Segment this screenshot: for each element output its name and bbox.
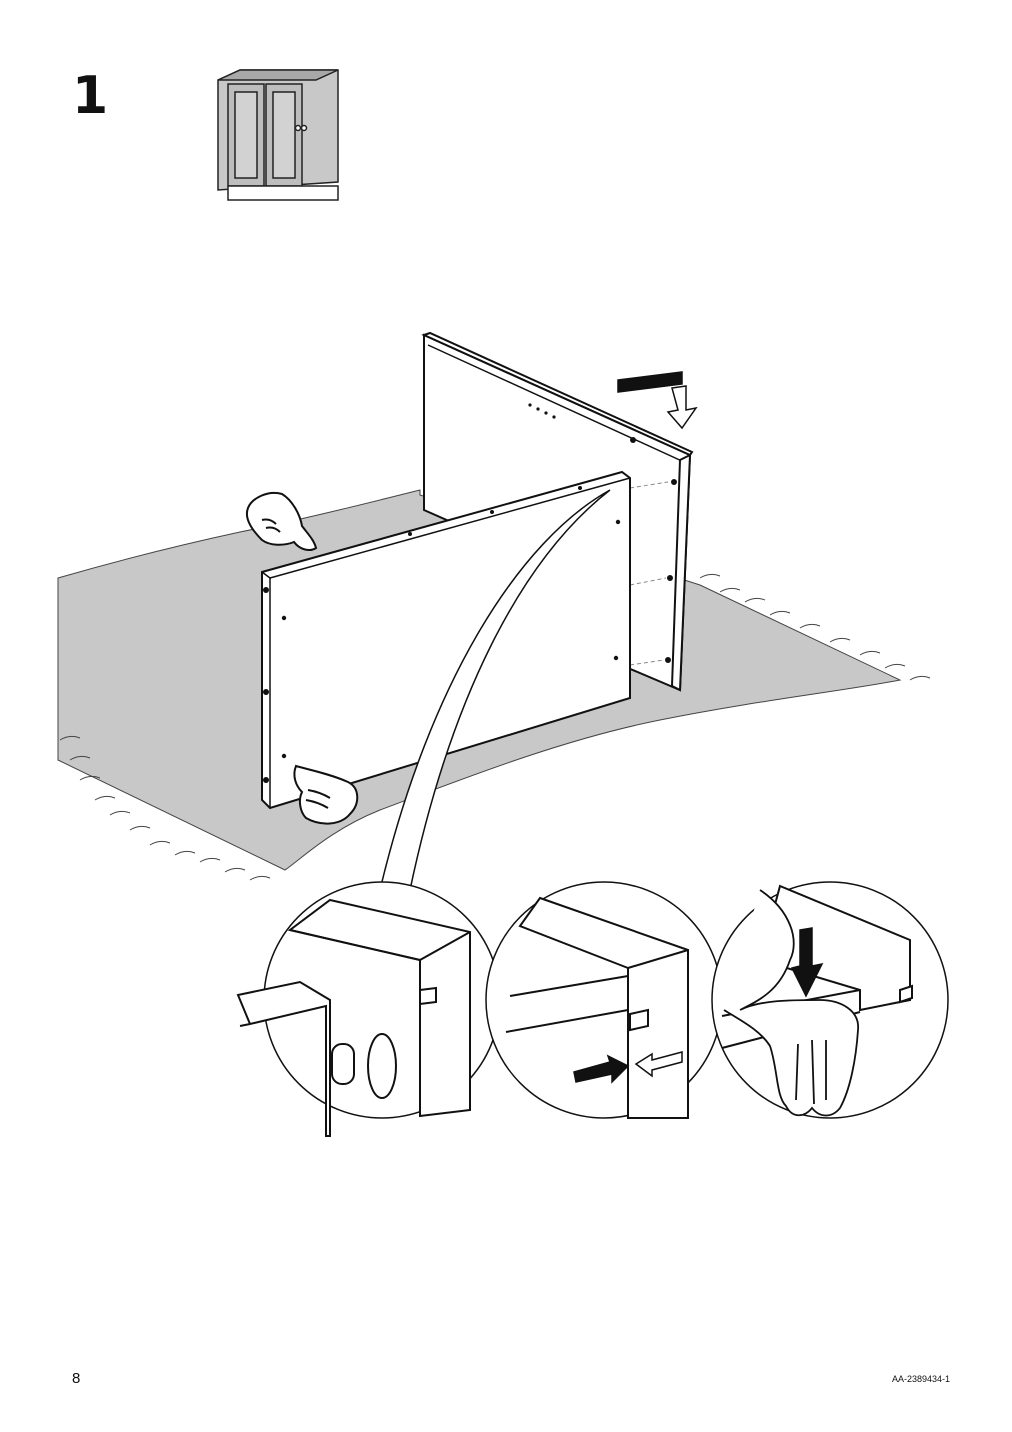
detail-circle-3 xyxy=(711,881,949,1119)
detail-circle-1 xyxy=(236,881,501,1137)
hand-pointing-icon xyxy=(293,764,359,825)
page-number: 8 xyxy=(72,1370,81,1387)
detail-circle-2 xyxy=(485,881,723,1119)
right-arrow-icon xyxy=(573,1051,683,1084)
document-code: AA-2389434-1 xyxy=(891,1374,950,1384)
cabinet-thumbnail-icon xyxy=(217,69,339,201)
hand-pointing-icon xyxy=(246,492,318,551)
hand-pressing-icon xyxy=(723,889,859,1117)
down-arrow-icon xyxy=(617,371,698,430)
down-arrow-icon xyxy=(790,927,824,998)
step-number: 1 xyxy=(72,66,109,126)
